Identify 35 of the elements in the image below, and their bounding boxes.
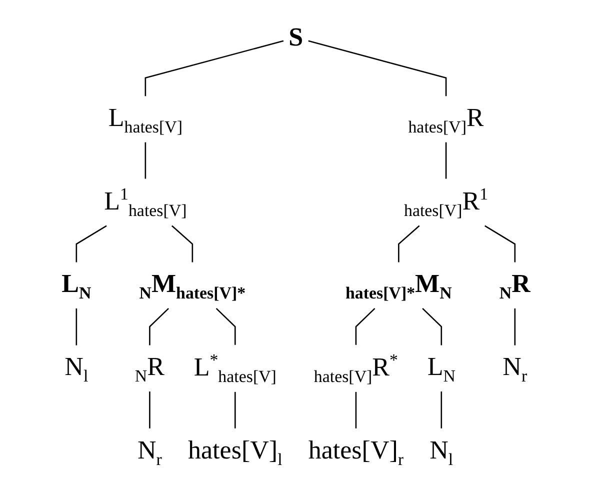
node-text: hates[V]$_{l}$ — [188, 436, 282, 469]
connector — [308, 40, 447, 96]
connector — [149, 392, 150, 428]
connector — [355, 308, 376, 345]
node-text: $_{N}$R — [499, 270, 530, 303]
connector — [216, 308, 236, 345]
connector — [355, 392, 357, 428]
connector — [514, 308, 516, 346]
node-text: $_{hates[V]}$R$^{1}$ — [404, 184, 488, 220]
connector — [144, 142, 146, 179]
node-text: $_{N}$M$_{hates[V]*}$ — [139, 270, 246, 303]
node-text: $_{hates[V]}$R — [408, 104, 484, 136]
node-text: N$_{l}$ — [430, 436, 454, 469]
connector — [440, 392, 442, 428]
connector — [422, 308, 442, 346]
node-text: L$_{N}$ — [62, 270, 92, 303]
node-text: hates[V]$_{r}$ — [308, 436, 404, 469]
node-text: $_{hates[V]}$R$^{*}$ — [314, 350, 398, 386]
connector — [445, 142, 447, 179]
connector — [234, 392, 236, 428]
connector — [76, 308, 78, 346]
connector — [76, 225, 107, 262]
node-text: L$_{hates[V]}$ — [108, 104, 182, 136]
node-text: $_{N}$R — [134, 353, 164, 386]
node-text: N$_{l}$ — [64, 353, 88, 386]
node-text: S — [288, 23, 304, 52]
connector — [171, 225, 194, 262]
node-text: $_{hates[V]*}$M$_{N}$ — [345, 270, 452, 303]
node-text: N$_{r}$ — [502, 353, 528, 386]
connector — [398, 225, 420, 262]
node-text: L$_{N}$ — [427, 353, 456, 386]
connector — [144, 40, 284, 96]
connector — [149, 308, 169, 346]
node-text: N$_{r}$ — [137, 436, 162, 469]
connector — [484, 225, 516, 262]
